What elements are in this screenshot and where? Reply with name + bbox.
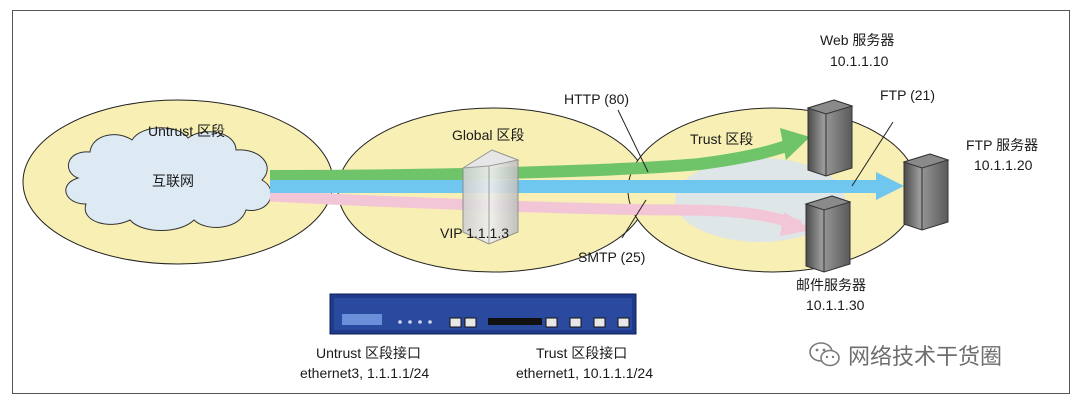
smtp-flow-arrowhead — [780, 212, 812, 236]
ftp-port-label: FTP (21) — [880, 87, 935, 103]
trust-inner-area — [675, 158, 845, 242]
internet-label: 互联网 — [152, 173, 194, 189]
ftp-flow-arrowhead — [876, 172, 904, 200]
trust-interface-name: Trust 区段接口 — [536, 345, 627, 361]
http-flow — [269, 138, 795, 182]
ftp-leader-line — [851, 121, 894, 187]
watermark: 网络技术干货圈 — [808, 338, 1002, 372]
vip-device-icon — [462, 149, 520, 245]
web-server-ip: 10.1.1.10 — [830, 53, 889, 69]
firewall-appliance — [329, 293, 637, 335]
internet-cloud — [65, 127, 272, 231]
untrust-interface-addr: ethernet3, 1.1.1.1/24 — [300, 365, 429, 381]
web-server-name: Web 服务器 — [820, 32, 894, 48]
web-server-icon — [806, 99, 854, 177]
smtp-port-label: SMTP (25) — [578, 249, 645, 265]
trust-interface-addr: ethernet1, 10.1.1.1/24 — [516, 365, 653, 381]
http-flow-arrowhead — [780, 128, 810, 160]
http-port-label: HTTP (80) — [564, 91, 629, 107]
mail-server-ip: 10.1.1.30 — [806, 297, 865, 313]
ftp-server-ip: 10.1.1.20 — [974, 157, 1033, 173]
global-zone-label: Global 区段 — [452, 127, 524, 143]
smtp-flow — [269, 190, 803, 232]
http-leader-line — [617, 109, 649, 173]
trust-zone-label: Trust 区段 — [690, 131, 753, 147]
vendor-logo — [342, 314, 382, 325]
mail-server-name: 邮件服务器 — [796, 277, 866, 293]
ftp-server-icon — [902, 153, 950, 231]
untrust-interface-name: Untrust 区段接口 — [316, 345, 421, 361]
smtp-leader-line — [621, 199, 647, 239]
vip-label: VIP 1.1.1.3 — [440, 225, 509, 241]
untrust-zone-label: Untrust 区段 — [148, 123, 225, 139]
ftp-server-name: FTP 服务器 — [966, 137, 1038, 153]
mail-server-icon — [804, 195, 852, 273]
diagram-frame — [12, 10, 1070, 394]
ftp-flow — [270, 180, 880, 193]
watermark-text: 网络技术干货圈 — [848, 345, 1003, 370]
ethernet3-port — [449, 317, 462, 328]
ethernet1-port — [545, 317, 558, 328]
wechat-icon — [809, 342, 840, 367]
